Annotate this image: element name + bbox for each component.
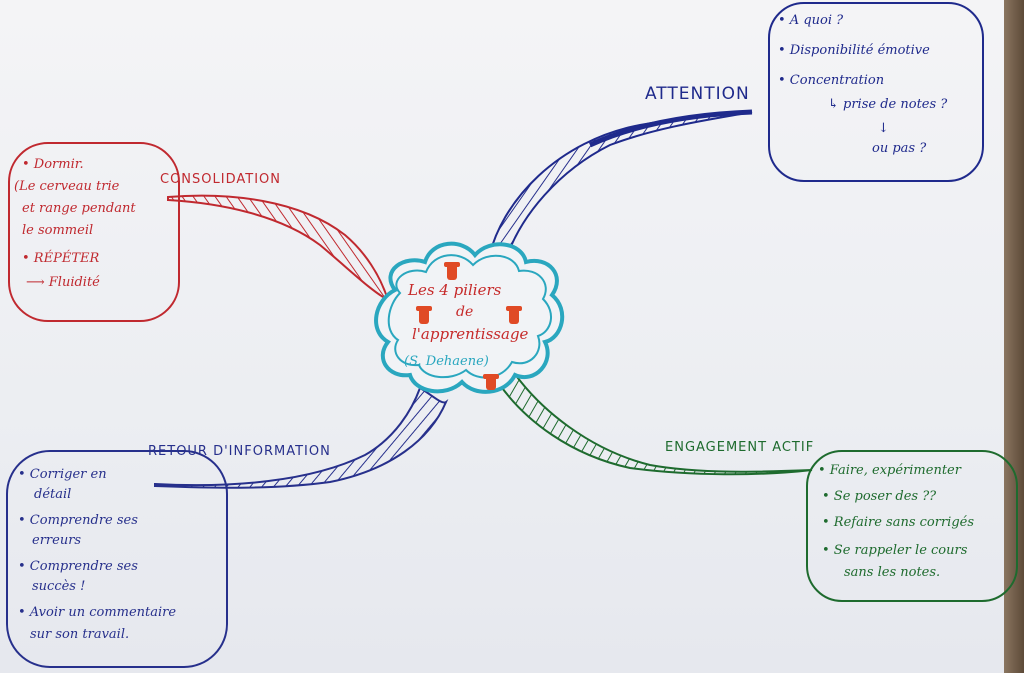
- branch-consolidation: [167, 194, 390, 303]
- consolidation-bubble: [8, 142, 180, 322]
- engagement-item: sans les notes.: [844, 565, 941, 580]
- attention-item: • Disponibilité émotive: [778, 43, 930, 58]
- pin-icon: [483, 374, 499, 390]
- attention-item: ou pas ?: [872, 141, 927, 156]
- pin-icon: [416, 306, 432, 324]
- attention-item: ↓: [878, 121, 889, 136]
- retour-item: • Avoir un commentaire: [18, 605, 177, 620]
- center-line-3: l'apprentissage: [412, 325, 529, 343]
- retour-bubble: [6, 450, 228, 668]
- retour-item: • Corriger en: [18, 467, 107, 482]
- retour-item: sur son travail.: [30, 627, 130, 642]
- attention-bubble: [768, 2, 984, 182]
- branch-retour: [154, 386, 449, 489]
- consolidation-item: • RÉPÉTER: [22, 251, 100, 266]
- retour-item: succès !: [32, 579, 86, 594]
- center-cloud: [374, 241, 565, 394]
- pin-icon: [444, 262, 460, 280]
- consolidation-item: et range pendant: [22, 201, 136, 216]
- retour-item: • Comprendre ses: [18, 559, 138, 574]
- attention-item: • A quoi ?: [778, 13, 844, 28]
- engagement-item: • Faire, expérimenter: [818, 463, 961, 478]
- engagement-title: ENGAGEMENT ACTIF: [665, 440, 815, 455]
- consolidation-title: CONSOLIDATION: [160, 172, 281, 187]
- engagement-item: • Se poser des ??: [822, 489, 937, 504]
- consolidation-item: • Dormir.: [22, 157, 84, 172]
- engagement-bubble: [806, 450, 1018, 602]
- retour-item: erreurs: [32, 533, 82, 548]
- attention-item: • Concentration: [778, 73, 885, 88]
- center-line-4: (S. Dehaene): [404, 354, 489, 369]
- attention-title: ATTENTION: [645, 84, 750, 104]
- consolidation-item: (Le cerveau trie: [14, 179, 120, 194]
- attention-item: ↳ prise de notes ?: [828, 97, 948, 112]
- center-line-2: de: [456, 304, 474, 320]
- table-edge: [1004, 0, 1024, 673]
- engagement-item: • Se rappeler le cours: [822, 543, 968, 558]
- consolidation-item: ⟶ Fluidité: [26, 275, 100, 290]
- retour-item: détail: [34, 487, 72, 502]
- consolidation-item: le sommeil: [22, 223, 94, 238]
- retour-item: • Comprendre ses: [18, 513, 138, 528]
- engagement-item: • Refaire sans corrigés: [822, 515, 975, 530]
- center-line-1: Les 4 piliers: [408, 281, 502, 299]
- branch-engagement: [498, 368, 813, 476]
- pin-icon: [506, 306, 522, 324]
